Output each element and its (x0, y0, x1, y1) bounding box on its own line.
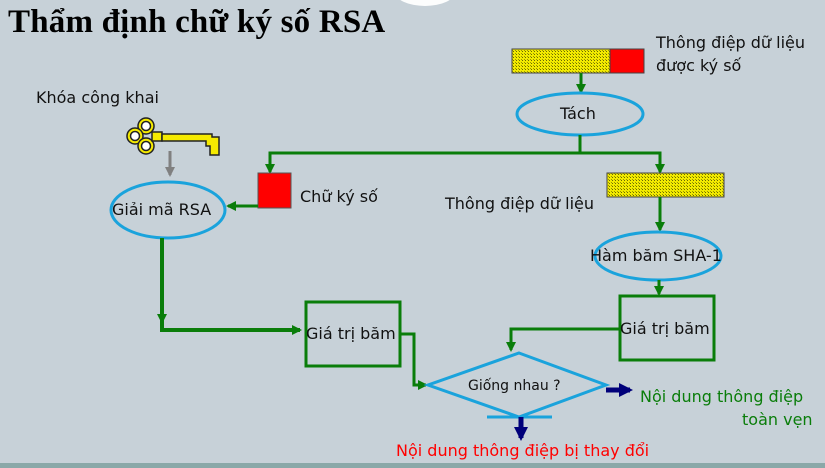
signature-box (257, 172, 292, 209)
split-label: Tách (560, 104, 596, 123)
signature-segment (609, 48, 645, 74)
arrow-decrypt-to-hash (160, 238, 302, 335)
digital-signature-label: Chữ ký số (300, 187, 378, 206)
bottom-bar (0, 463, 825, 468)
public-key-label: Khóa công khai (36, 88, 159, 107)
signed-message-label-line2: được ký số (656, 56, 742, 75)
decorative-highlight (395, 0, 455, 6)
message-data-segment (511, 48, 611, 74)
page-title: Thẩm định chữ ký số RSA (8, 4, 386, 40)
hash-value-left-label: Giá trị băm (306, 324, 396, 343)
result-intact-line1: Nội dung thông điệp (640, 387, 804, 406)
signed-message-label-line1: Thông điệp dữ liệu (656, 33, 806, 52)
arrow-right-hash-to-compare (506, 327, 620, 352)
arrow-left-hash-to-compare (400, 332, 428, 390)
data-message-block (606, 172, 725, 198)
result-intact-line2: toàn vẹn (742, 410, 813, 429)
rsa-decrypt-label: Giải mã RSA (112, 200, 212, 219)
hash-function-label: Hàm băm SHA-1 (590, 246, 722, 265)
arrow-to-signature (265, 135, 582, 174)
hash-value-right-label: Giá trị băm (620, 319, 710, 338)
data-message-label: Thông điệp dữ liệu (445, 194, 595, 213)
key-icon (126, 117, 220, 156)
rsa-decrypt-node (109, 180, 227, 240)
compare-label: Giống nhau ? (468, 378, 561, 394)
arrow-to-data-message (580, 151, 665, 174)
result-altered-label: Nội dung thông điệp bị thay đổi (396, 441, 650, 460)
signed-message-block (511, 48, 645, 74)
